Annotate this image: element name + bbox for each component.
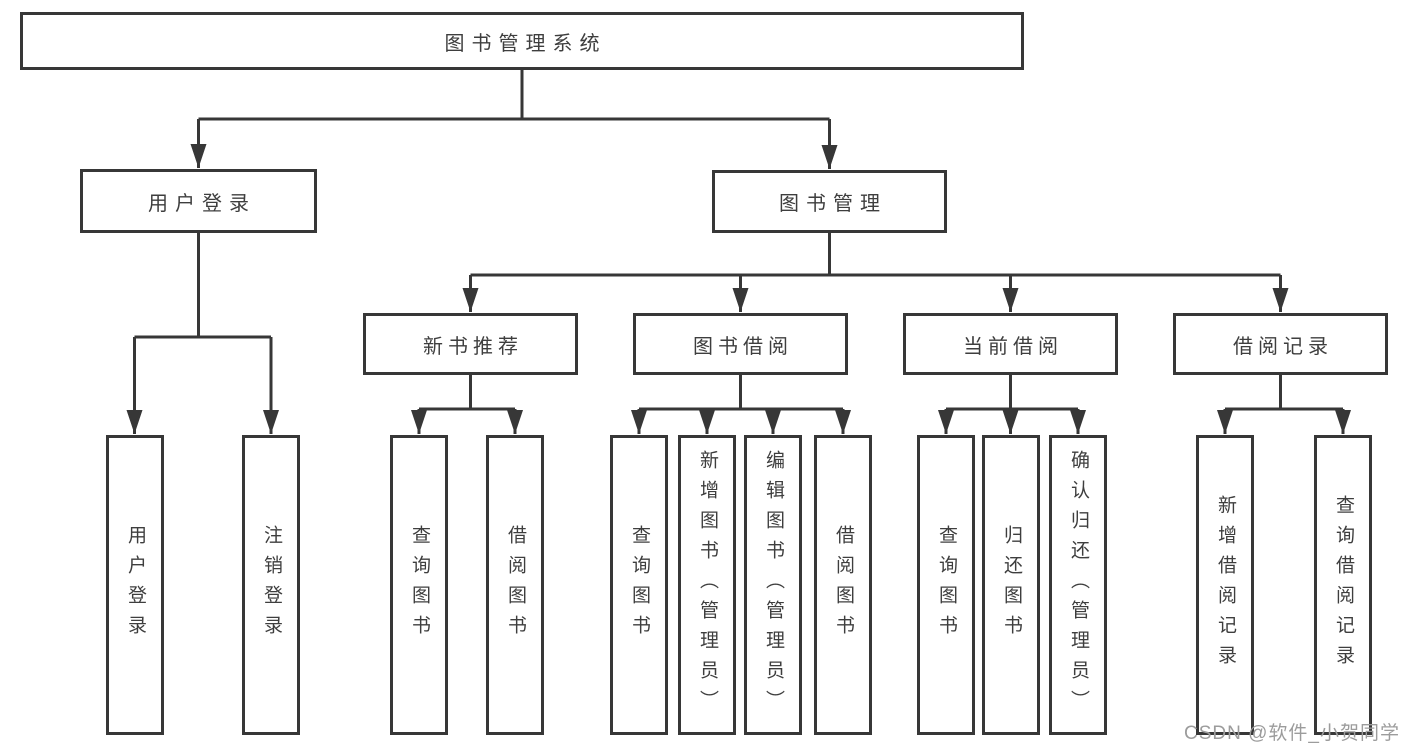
connector-book-borrowing-group	[639, 375, 843, 411]
node-book-borrowing: 图书借阅	[633, 313, 848, 375]
node-current-borrowing-label: 当前借阅	[963, 335, 1063, 358]
connector-current-borrowing-group	[946, 375, 1078, 411]
leaf-add-books-admin-label: 新增图书（管理员）	[697, 450, 718, 720]
leaf-logout-label: 注销登录	[261, 525, 282, 645]
connector-root-to-level2	[198, 70, 830, 121]
connector-borrowing-records-group	[1225, 375, 1343, 411]
leaf-confirm-return-admin: 确认归还（管理员）	[1049, 435, 1107, 735]
leaf-query-books-2-label: 查询图书	[629, 525, 650, 645]
leaf-borrow-books-1: 借阅图书	[486, 435, 544, 735]
node-book-borrowing-label: 图书借阅	[693, 335, 793, 358]
leaf-borrow-books-2-label: 借阅图书	[833, 525, 854, 645]
leaf-confirm-return-admin-label: 确认归还（管理员）	[1068, 450, 1089, 720]
node-current-borrowing: 当前借阅	[903, 313, 1118, 375]
leaf-add-books-admin: 新增图书（管理员）	[678, 435, 736, 735]
node-root-system-label: 图书管理系统	[444, 32, 607, 55]
node-user-login: 用户登录	[80, 169, 317, 233]
node-borrowing-records-label: 借阅记录	[1233, 335, 1333, 358]
leaf-query-borrow-record: 查询借阅记录	[1314, 435, 1372, 735]
leaf-borrow-books-2: 借阅图书	[814, 435, 872, 735]
leaf-edit-books-admin: 编辑图书（管理员）	[744, 435, 802, 735]
leaf-query-books-3-label: 查询图书	[936, 525, 957, 645]
leaf-add-borrow-record-label: 新增借阅记录	[1215, 495, 1236, 675]
leaf-query-books-2: 查询图书	[610, 435, 668, 735]
node-borrowing-records: 借阅记录	[1173, 313, 1388, 375]
node-new-book-recommend: 新书推荐	[363, 313, 578, 375]
leaf-query-borrow-record-label: 查询借阅记录	[1333, 495, 1354, 675]
leaf-query-books-1: 查询图书	[390, 435, 448, 735]
leaf-query-books-3: 查询图书	[917, 435, 975, 735]
connector-new-book-recommend-group	[419, 375, 515, 411]
leaf-user-login: 用户登录	[106, 435, 164, 735]
csdn-watermark: CSDN @软件_小贺同学	[1184, 723, 1400, 744]
leaf-edit-books-admin-label: 编辑图书（管理员）	[763, 450, 784, 720]
leaf-logout: 注销登录	[242, 435, 300, 735]
leaf-return-books-label: 归还图书	[1001, 525, 1022, 645]
connector-user-login-group	[134, 233, 271, 339]
leaf-query-books-1-label: 查询图书	[409, 525, 430, 645]
node-book-management: 图书管理	[712, 170, 947, 233]
leaf-return-books: 归还图书	[982, 435, 1040, 735]
leaf-add-borrow-record: 新增借阅记录	[1196, 435, 1254, 735]
node-user-login-label: 用户登录	[148, 192, 256, 215]
connector-book-management-group	[470, 233, 1281, 277]
leaf-borrow-books-1-label: 借阅图书	[505, 525, 526, 645]
node-root-system: 图书管理系统	[20, 12, 1024, 70]
node-new-book-recommend-label: 新书推荐	[423, 335, 523, 358]
leaf-user-login-label: 用户登录	[125, 525, 146, 645]
node-book-management-label: 图书管理	[779, 193, 887, 215]
